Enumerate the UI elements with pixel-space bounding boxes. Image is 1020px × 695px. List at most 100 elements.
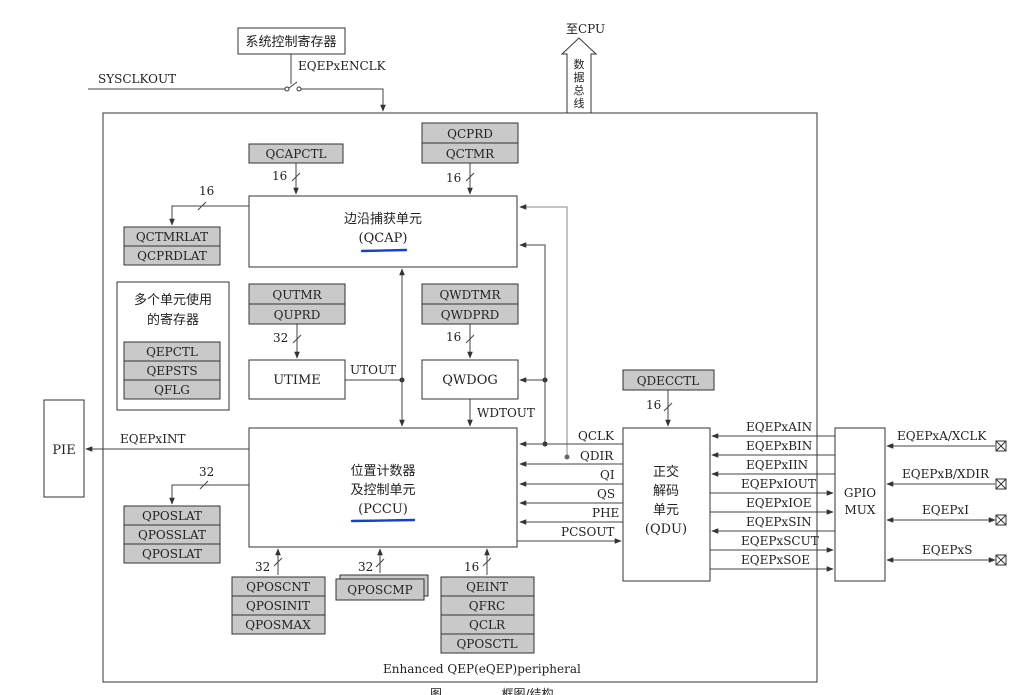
qcap-block bbox=[248, 195, 518, 268]
qwdprd-label: QWDPRD bbox=[441, 308, 500, 322]
qeint-bus-slash bbox=[482, 557, 492, 567]
gpio-mux-title-2: MUX bbox=[845, 503, 876, 517]
qposmax-label: QPOSMAX bbox=[245, 618, 311, 632]
data-bus-char-4: 线 bbox=[574, 96, 585, 110]
qi-label: QI bbox=[600, 468, 615, 482]
qeint-label: QEINT bbox=[466, 580, 508, 594]
data-bus-char-2: 据 bbox=[574, 70, 585, 84]
shared-registers-title-1: 多个单元使用 bbox=[134, 292, 212, 308]
pccu-to-qposlat-bus bbox=[169, 484, 249, 505]
figure-caption: 图 …… …… 框图/结构 bbox=[430, 686, 554, 695]
gpio-mux-title-1: GPIO bbox=[844, 486, 876, 500]
qposlat-bus-slash bbox=[199, 480, 209, 490]
utime-label: UTIME bbox=[273, 373, 321, 388]
pin-b-terminal-icon bbox=[995, 478, 1007, 490]
qwdog-block bbox=[421, 359, 519, 400]
qcapctl-bus-slash bbox=[291, 172, 301, 182]
pin-b-label: EQEPxB/XDIR bbox=[902, 467, 990, 481]
pin-a-terminal-icon bbox=[995, 440, 1007, 452]
pcsout-label: PCSOUT bbox=[561, 525, 614, 539]
wdtout-label: WDTOUT bbox=[477, 406, 535, 420]
qdu-title-2: 解码 bbox=[653, 484, 679, 499]
utime-block bbox=[248, 359, 346, 400]
pin-i-terminal-icon bbox=[995, 514, 1007, 526]
qcprd-width: 16 bbox=[446, 171, 461, 185]
qwdog-label: QWDOG bbox=[442, 373, 498, 388]
system-control-register-box bbox=[237, 27, 346, 55]
qcprd-bus-slash bbox=[465, 172, 475, 182]
eqepxiout-label: EQEPxIOUT bbox=[741, 477, 816, 491]
qposcmp-label: QPOSCMP bbox=[347, 583, 413, 597]
qposlat2-register bbox=[123, 543, 221, 564]
qwdtmr-label: QWDTMR bbox=[439, 288, 501, 302]
qposlat-width: 32 bbox=[199, 465, 214, 479]
qdir-feedback-to-qcap bbox=[519, 204, 568, 457]
pccu-underline bbox=[350, 518, 416, 523]
qcap-title: 边沿捕获单元 bbox=[344, 211, 422, 227]
eqepxint-label: EQEPxINT bbox=[120, 432, 185, 446]
clock-to-peripheral bbox=[301, 88, 386, 112]
qflg-register bbox=[123, 379, 221, 400]
qposcnt-width: 32 bbox=[255, 560, 270, 574]
qdu-title-3: 单元 bbox=[653, 503, 679, 518]
data-bus-arrow bbox=[560, 37, 598, 114]
qctmr-label: QCTMR bbox=[446, 147, 495, 161]
to-cpu-label: 至CPU bbox=[566, 22, 605, 36]
qposlat2-label: QPOSLAT bbox=[142, 547, 202, 561]
pccu-abbrev: (PCCU) bbox=[358, 502, 408, 517]
sysclkout-label: SYSCLKOUT bbox=[98, 72, 176, 86]
qctmrlat-label: QCTMRLAT bbox=[136, 230, 208, 244]
system-control-register-label: 系统控制寄存器 bbox=[245, 34, 336, 50]
switch-contact-left bbox=[284, 86, 290, 92]
eqepxbin-label: EQEPxBIN bbox=[746, 439, 812, 453]
pie-label: PIE bbox=[52, 443, 75, 458]
eqepxioe-label: EQEPxIOE bbox=[746, 496, 812, 510]
qcprdlat-label: QCPRDLAT bbox=[137, 249, 207, 263]
qcap-to-latch-bus bbox=[169, 205, 249, 226]
qflg-label: QFLG bbox=[154, 383, 190, 397]
peripheral-caption: Enhanced QEP(eQEP)peripheral bbox=[383, 662, 581, 676]
switch-blade bbox=[288, 81, 298, 89]
qwdtmr-width: 16 bbox=[446, 330, 461, 344]
gpio-mux-block bbox=[834, 427, 886, 582]
qclk-label: QCLK bbox=[578, 429, 615, 443]
utout-label: UTOUT bbox=[350, 363, 396, 377]
qdir-junction bbox=[564, 454, 570, 460]
qcap-underline bbox=[360, 248, 408, 253]
pin-i-label: EQEPxI bbox=[922, 503, 969, 517]
pccu-title-2: 及控制单元 bbox=[350, 483, 415, 498]
phe-label: PHE bbox=[592, 506, 619, 520]
qposcmp-width: 32 bbox=[358, 560, 373, 574]
pccu-title-1: 位置计数器 bbox=[350, 464, 415, 479]
shared-registers-title-2: 的寄存器 bbox=[147, 312, 199, 328]
qcapctl-label: QCAPCTL bbox=[266, 147, 327, 161]
qwdtmr-bus-slash bbox=[465, 334, 475, 344]
eqepxscut-label: EQEPxSCUT bbox=[741, 534, 819, 548]
qdir-label: QDIR bbox=[580, 449, 614, 463]
qposctl-register bbox=[440, 633, 535, 654]
qposctl-label: QPOSCTL bbox=[456, 637, 517, 651]
quprd-label: QUPRD bbox=[274, 308, 321, 322]
data-bus-char-1: 数 bbox=[574, 58, 585, 71]
qeint-width: 16 bbox=[464, 560, 479, 574]
qutmr-width: 32 bbox=[273, 331, 288, 345]
qdecctl-width: 16 bbox=[646, 398, 661, 412]
qposcnt-bus-slash bbox=[273, 557, 283, 567]
qutmr-bus-slash bbox=[292, 334, 302, 344]
qposmax-register bbox=[231, 614, 326, 635]
pie-block bbox=[43, 399, 85, 498]
qclk-feedback-to-qcap bbox=[519, 242, 546, 444]
qposcmp-bus-slash bbox=[375, 558, 385, 568]
eqepxenclk-label: EQEPxENCLK bbox=[298, 59, 387, 73]
eqepxiin-label: EQEPxIIN bbox=[746, 458, 808, 472]
qdecctl-bus-slash bbox=[663, 402, 673, 412]
data-bus-char-3: 总 bbox=[574, 83, 585, 97]
pin-s-terminal-icon bbox=[995, 554, 1007, 566]
qcprd-label: QCPRD bbox=[447, 127, 493, 141]
qs-label: QS bbox=[597, 487, 615, 501]
qfrc-label: QFRC bbox=[469, 599, 505, 613]
qposslat-label: QPOSSLAT bbox=[138, 528, 206, 542]
qposlat-label: QPOSLAT bbox=[142, 509, 202, 523]
switch-contact-right bbox=[296, 86, 302, 92]
